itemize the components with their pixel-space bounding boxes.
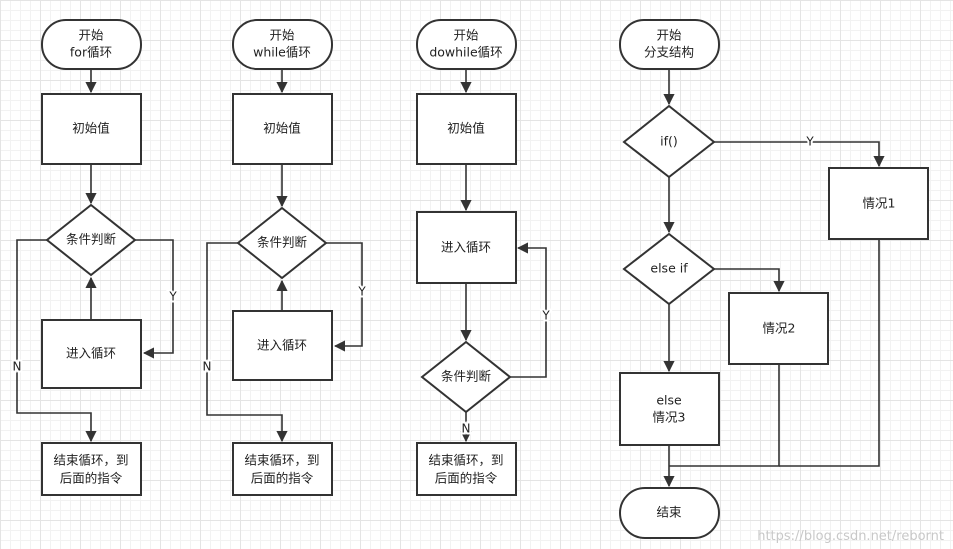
for-init-box [41, 93, 142, 165]
dowhile-yes-label: Y [541, 309, 550, 323]
branch-case2-label: 情况2 [763, 321, 796, 336]
while-loop-flowchart: 开始 while循环 初始值 条件判断 进入循环 结束循环，到 后面的指令 Y … [201, 19, 368, 496]
while-edge-condition-body-yes [326, 242, 363, 352]
while-no-label: N [203, 360, 212, 374]
branch-elseif-label: else if [650, 261, 688, 276]
branch-else-box [619, 372, 720, 446]
dowhile-start-label-2: dowhile循环 [429, 45, 502, 60]
dowhile-no-label: N [462, 422, 471, 436]
branch-start-terminal [619, 19, 720, 70]
for-start-terminal [41, 19, 142, 70]
while-start-terminal [232, 19, 333, 70]
branch-case1-box [828, 167, 929, 240]
branch-start-label-2: 分支结构 [644, 45, 694, 60]
dowhile-start-terminal [416, 19, 517, 70]
while-yes-label: Y [357, 285, 366, 299]
branch-yes-label: Y [805, 135, 814, 149]
dowhile-condition-diamond [420, 340, 512, 414]
branch-if-label: if() [660, 134, 678, 149]
for-body-label: 进入循环 [66, 346, 116, 361]
while-end-label-1: 结束循环，到 [244, 453, 319, 468]
while-condition-diamond [236, 206, 328, 280]
for-end-label-2: 后面的指令 [60, 471, 123, 486]
while-condition-label: 条件判断 [257, 235, 307, 250]
dowhile-body-label: 进入循环 [441, 240, 491, 255]
while-init-box [232, 93, 333, 165]
while-end-label-2: 后面的指令 [251, 471, 314, 486]
while-body-box [232, 310, 333, 381]
dowhile-condition-label: 条件判断 [441, 369, 491, 384]
dowhile-edge-condition-body-yes [510, 242, 547, 378]
branch-end-label: 结束 [656, 505, 682, 520]
for-start-label-1: 开始 [78, 28, 104, 43]
branch-flowchart: 开始 分支结构 if() 情况1 else if 情况2 else 情况3 结束… [619, 19, 929, 539]
branch-elseif-diamond [622, 232, 716, 306]
branch-start-label-1: 开始 [656, 28, 682, 43]
for-init-label: 初始值 [72, 121, 110, 136]
for-start-label-2: for循环 [70, 45, 112, 60]
while-start-label-2: while循环 [253, 45, 311, 60]
branch-end-terminal [619, 487, 720, 539]
for-no-label: N [13, 360, 22, 374]
for-edge-condition-end-no [16, 239, 97, 443]
branch-edge-case1-merge [779, 239, 880, 467]
watermark-text: https://blog.csdn.net/rebornt [757, 529, 944, 544]
branch-case2-box [728, 292, 829, 365]
dowhile-end-label-2: 后面的指令 [435, 471, 498, 486]
dowhile-loop-flowchart: 开始 dowhile循环 初始值 进入循环 条件判断 结束循环，到 后面的指令 … [416, 19, 552, 496]
dowhile-end-label-1: 结束循环，到 [428, 453, 503, 468]
branch-edge-elseif-case2 [714, 268, 785, 293]
branch-else-label-1: else [656, 393, 682, 408]
branch-else-label-2: 情况3 [653, 410, 686, 425]
dowhile-start-label-1: 开始 [453, 28, 479, 43]
dowhile-init-label: 初始值 [447, 121, 485, 136]
for-end-box [41, 442, 142, 496]
while-init-label: 初始值 [263, 121, 301, 136]
for-yes-label: Y [168, 290, 177, 304]
branch-case1-label: 情况1 [863, 196, 896, 211]
branch-edge-if-case1-yes [714, 141, 885, 168]
for-loop-flowchart: 开始 for循环 初始值 条件判断 进入循环 结束循环，到 后面的指令 Y N [11, 19, 179, 496]
for-condition-diamond [45, 203, 137, 277]
while-end-box [232, 442, 333, 496]
for-condition-label: 条件判断 [66, 232, 116, 247]
for-edge-condition-body-yes [135, 239, 174, 359]
dowhile-body-box [416, 211, 517, 284]
while-start-label-1: 开始 [269, 28, 295, 43]
while-edge-condition-end-no [206, 242, 288, 443]
for-end-label-1: 结束循环，到 [53, 453, 128, 468]
branch-if-diamond [622, 104, 716, 179]
dowhile-end-box [416, 442, 517, 496]
dowhile-init-box [416, 93, 517, 165]
for-body-box [41, 319, 142, 389]
while-body-label: 进入循环 [257, 338, 307, 353]
